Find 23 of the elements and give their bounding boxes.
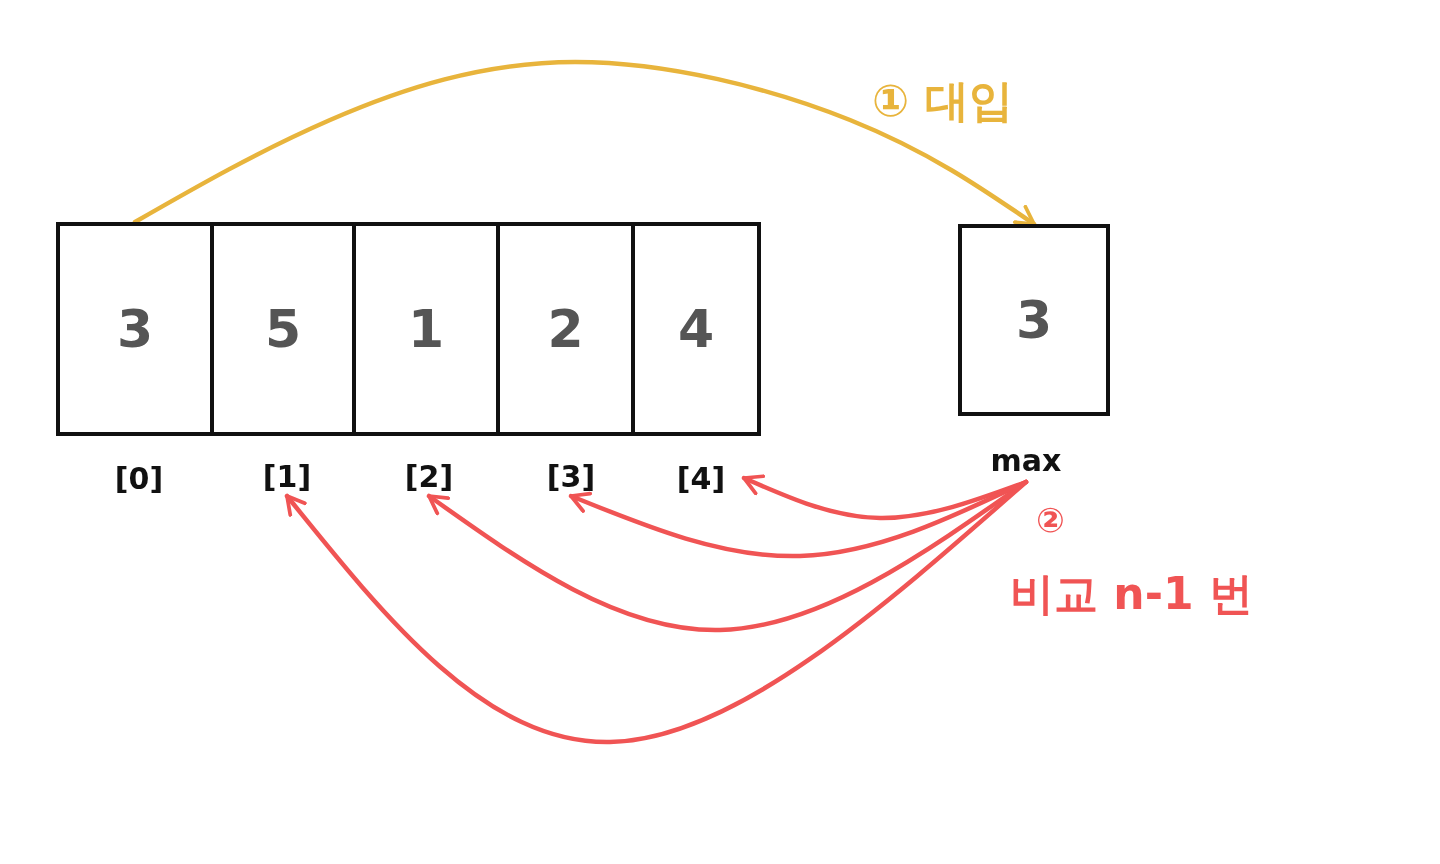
- cell-value: 5: [264, 299, 302, 359]
- index-label: [0]: [114, 460, 164, 496]
- step-label: 비교 n-1 번: [1010, 567, 1253, 621]
- array-cell: [56, 222, 214, 436]
- cell-value: 1: [407, 299, 445, 359]
- index-label: [1]: [262, 458, 312, 494]
- cell-value: 3: [116, 299, 154, 359]
- array-cell: [356, 222, 500, 436]
- array-cell: [635, 222, 761, 436]
- variable-box: [958, 224, 1110, 416]
- index-label: [4]: [676, 460, 726, 496]
- cell-value: 2: [547, 299, 584, 359]
- array-cell: [500, 222, 635, 436]
- step-number: ②: [1036, 500, 1065, 540]
- index-label: [3]: [546, 458, 596, 494]
- cell-value: 3: [1015, 290, 1053, 350]
- arrow: [132, 59, 1037, 227]
- step-label: ① 대입: [872, 74, 1013, 128]
- arrow: [284, 479, 1029, 745]
- cell-value: 4: [677, 299, 715, 359]
- index-label: [2]: [404, 458, 454, 494]
- array-cell: [214, 222, 356, 436]
- variable-name: max: [990, 442, 1062, 478]
